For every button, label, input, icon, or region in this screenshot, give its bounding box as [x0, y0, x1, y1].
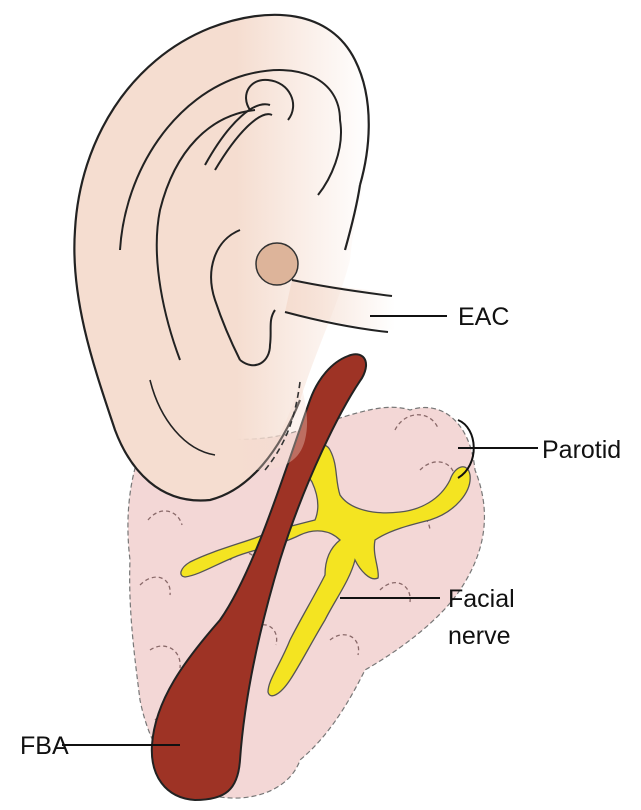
label-facial-nerve-line1: Facial	[448, 585, 515, 613]
label-parotid: Parotid	[542, 436, 621, 464]
tragus-node	[256, 243, 298, 285]
label-eac: EAC	[458, 303, 509, 331]
label-fba: FBA	[20, 732, 69, 760]
label-facial-nerve-line2: nerve	[448, 622, 511, 650]
